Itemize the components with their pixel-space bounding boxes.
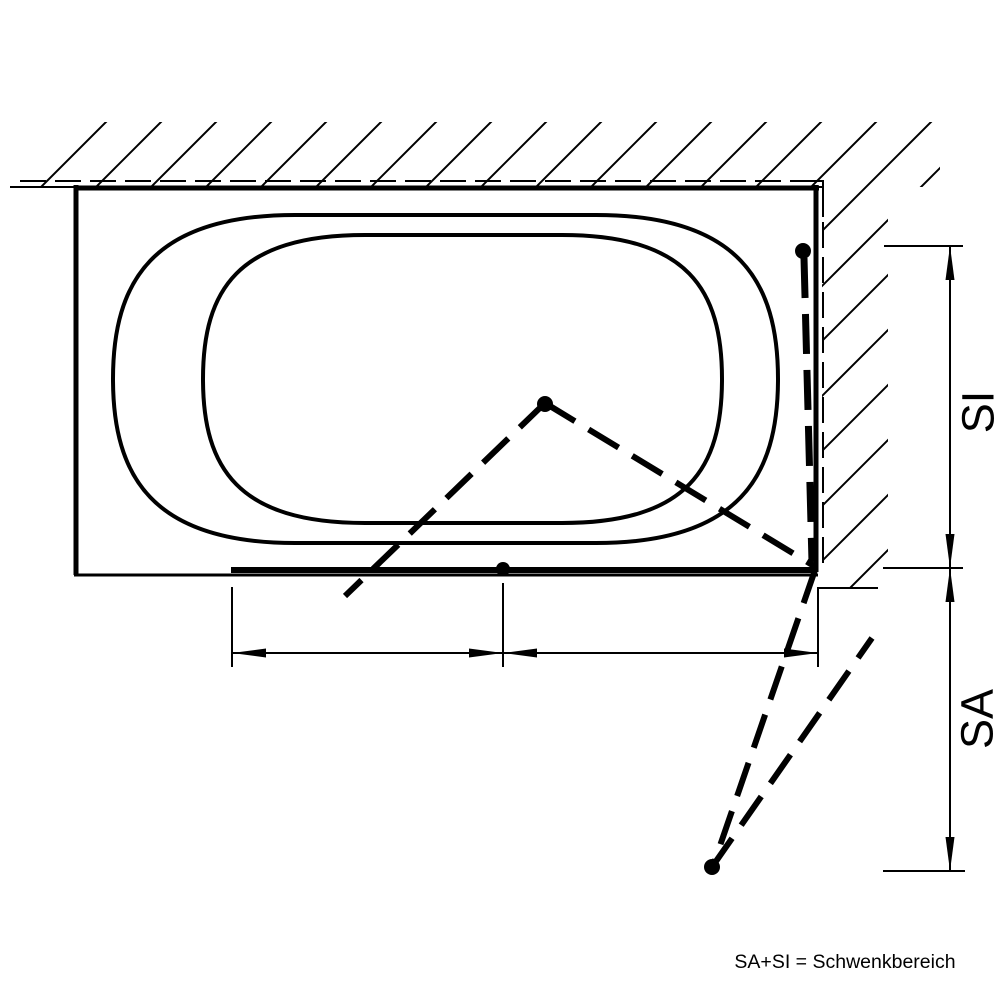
hatch-line bbox=[35, 122, 109, 587]
dimension-horizontal bbox=[231, 583, 819, 667]
si-arrow-up bbox=[945, 246, 955, 280]
wall-hatching bbox=[35, 122, 940, 587]
hatch-line bbox=[617, 122, 940, 587]
caption-text: SA+SI = Schwenkbereich bbox=[734, 951, 955, 973]
pivot-dot-bottom bbox=[704, 859, 720, 875]
screen-fold-hinge-dot bbox=[496, 562, 510, 576]
sa-arrow-down bbox=[945, 837, 955, 871]
si-arrow-down bbox=[945, 534, 955, 568]
shower-screen-closed bbox=[231, 562, 817, 576]
hatch-line bbox=[35, 122, 219, 587]
sa-arrow-up bbox=[945, 568, 955, 602]
hatch-line bbox=[397, 122, 879, 587]
hatch-line bbox=[232, 122, 714, 587]
swing-inner-left-line bbox=[342, 400, 548, 599]
hatch-line bbox=[35, 122, 439, 587]
hatch-line bbox=[35, 122, 384, 587]
wall-corner-line bbox=[798, 180, 824, 217]
si-label: SI bbox=[953, 391, 1000, 434]
bathtub-outline bbox=[73, 185, 819, 577]
arrowhead-right bbox=[784, 648, 818, 658]
dimension-sa: SA bbox=[883, 568, 1000, 872]
arrowhead-mid-left bbox=[503, 648, 537, 658]
swivel-range-lines bbox=[342, 396, 875, 875]
swing-outer-steep-line bbox=[710, 569, 818, 867]
bathtub-rim bbox=[110, 213, 781, 545]
hatch-line bbox=[782, 122, 940, 587]
hatch-line bbox=[35, 122, 164, 587]
pivot-dot-center bbox=[537, 396, 553, 412]
pivot-dot-top bbox=[795, 243, 811, 259]
hatch-line bbox=[562, 122, 940, 587]
wall-hatching-lines bbox=[35, 122, 940, 587]
arrowhead-left bbox=[232, 648, 266, 658]
hatch-line bbox=[35, 122, 494, 587]
bathtub-rim-inner bbox=[200, 233, 725, 525]
swing-outer-shallow-line bbox=[709, 636, 875, 869]
swing-inner-right-line bbox=[543, 400, 816, 569]
hatch-line bbox=[727, 122, 940, 587]
sa-label: SA bbox=[952, 689, 1000, 749]
hatch-line bbox=[35, 122, 329, 587]
screen-folded-position bbox=[795, 243, 816, 563]
hatch-line bbox=[67, 122, 549, 587]
bathtub-rim-outer bbox=[110, 213, 781, 545]
screen-folded-dashed-line bbox=[800, 257, 816, 563]
dimension-si: SI bbox=[883, 245, 1000, 569]
arrowhead-mid-right bbox=[469, 648, 503, 658]
hatch-line bbox=[35, 122, 274, 587]
